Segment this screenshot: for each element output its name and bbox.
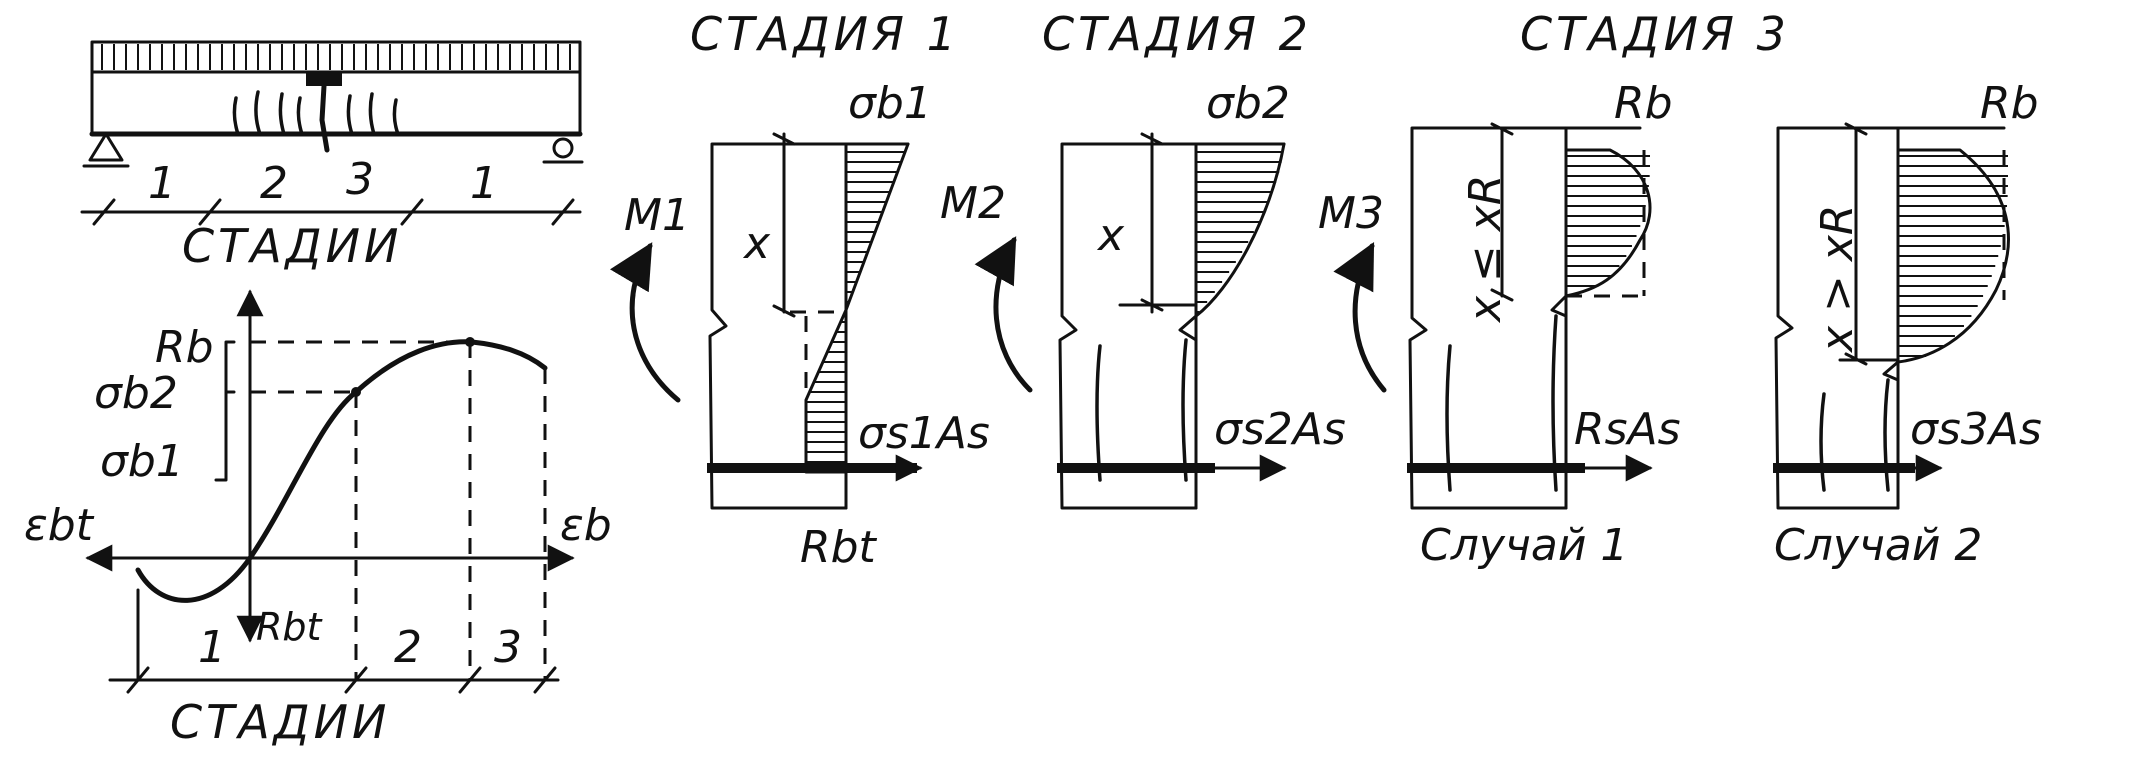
label-x-stage2: x	[1096, 210, 1125, 261]
label-eb: εb	[560, 500, 612, 551]
beam-zone-label-1b: 1	[470, 158, 498, 209]
dimension-tick	[344, 666, 368, 694]
crack	[368, 92, 376, 136]
stage-1-title: СТАДИЯ 1	[690, 7, 960, 61]
case-2-crack	[1883, 378, 1890, 492]
label-rbt-stage1: Rbt	[800, 522, 878, 573]
stage-3-case-1-section: СТАДИЯ 3 Rb M3 x ≤ xR RsAs Случай 1	[1318, 7, 1790, 571]
moment-arrow-m2	[974, 236, 1033, 393]
label-rb: Rb	[155, 322, 214, 373]
crack	[232, 96, 240, 136]
main-crack	[319, 83, 330, 153]
case-1-stress-profile	[1550, 148, 1652, 318]
curve-zone-label-3: 3	[494, 622, 522, 673]
stage-2-title: СТАДИЯ 2	[1042, 7, 1312, 61]
stage-2-crack	[1181, 338, 1188, 482]
label-ss2-as: σs2As	[1214, 404, 1346, 455]
label-m1: M1	[624, 190, 690, 241]
beam-stage-ticks	[92, 198, 575, 226]
curve-zone-label-2: 2	[394, 622, 422, 673]
point-load-plate	[306, 72, 342, 86]
label-ss3-as: σs3As	[1910, 404, 2042, 455]
distributed-load-strip	[90, 40, 582, 74]
case-2-stress-hatching	[1898, 155, 2008, 357]
stage-2-crack	[1095, 344, 1102, 482]
curve-stage-ticks	[126, 666, 557, 694]
stage-2-cross-section	[1058, 142, 1198, 510]
crack	[392, 98, 400, 136]
label-sigma-b2: σb2	[1206, 78, 1290, 129]
curve-zone-label-1: 1	[198, 622, 226, 673]
beam-zone-label-1: 1	[148, 158, 176, 209]
dimension-tick	[198, 198, 222, 226]
moment-arrow-m3	[1333, 242, 1387, 393]
stage-3-title: СТАДИЯ 3	[1520, 7, 1790, 61]
stage-1-cross-section	[708, 142, 848, 510]
crack	[254, 90, 262, 136]
label-sb2: σb2	[94, 368, 178, 419]
beam-zone-label-2: 2	[260, 158, 288, 209]
case-1-caption: Случай 1	[1420, 520, 1628, 571]
dimension-tick	[551, 198, 575, 226]
dimension-tick	[92, 198, 116, 226]
stage-2-section: СТАДИЯ 2 σb2 M2 x σs2As	[940, 7, 1346, 510]
label-rs-as: RsAs	[1574, 404, 1681, 455]
roller-support-icon	[552, 137, 574, 159]
curve-stages-caption: СТАДИИ	[170, 695, 390, 749]
label-ss1-as: σs1As	[858, 408, 990, 459]
label-x-le-xr: x ≤ xR	[1460, 175, 1511, 325]
label-m3: M3	[1318, 188, 1384, 239]
stage-2-stress-hatching	[1196, 151, 1284, 313]
stress-strain-curve-line	[135, 339, 548, 603]
case-1-stress-hatching	[1566, 155, 1650, 287]
label-m2: M2	[940, 178, 1006, 229]
label-rb-case1: Rb	[1614, 78, 1673, 129]
dimension-tick	[400, 198, 424, 226]
crack	[346, 94, 354, 136]
stage-1-section: СТАДИЯ 1 σb1 M1 x σs1As Rbt	[610, 7, 990, 573]
pin-support-icon	[88, 132, 124, 162]
case-2-stress-profile	[1882, 148, 2010, 382]
beam-stages-caption: СТАДИИ	[182, 219, 402, 273]
label-rb-case2: Rb	[1980, 78, 2039, 129]
dimension-tick	[126, 666, 150, 694]
label-sb1: σb1	[100, 436, 184, 487]
stage-3-case-2-section: Rb x > xR σs3As Случай 2	[1773, 78, 2042, 571]
beam-diagram: 1 2 3 1 СТАДИИ	[80, 40, 584, 273]
stress-strain-curve: Rb σb2 σb1 εbt εb Rbt 1 2 3 СТАДИИ	[24, 289, 612, 749]
label-rbt: Rbt	[256, 605, 324, 649]
moment-arrow-m1	[610, 242, 681, 403]
label-x-gt-xr: x > xR	[1812, 205, 1863, 355]
label-sigma-b1: σb1	[848, 78, 932, 129]
case-2-crack	[1819, 392, 1826, 492]
stage-1-stress-hatching	[806, 151, 906, 463]
crack	[278, 92, 286, 136]
dimension-tick	[533, 666, 557, 694]
case-2-caption: Случай 2	[1774, 520, 1982, 571]
label-x-stage1: x	[742, 218, 771, 269]
beam-zone-label-3: 3	[346, 154, 374, 205]
dimension-tick	[458, 666, 482, 694]
distributed-load-ticks	[101, 44, 571, 70]
label-ebt: εbt	[24, 500, 95, 551]
crack	[296, 96, 304, 136]
